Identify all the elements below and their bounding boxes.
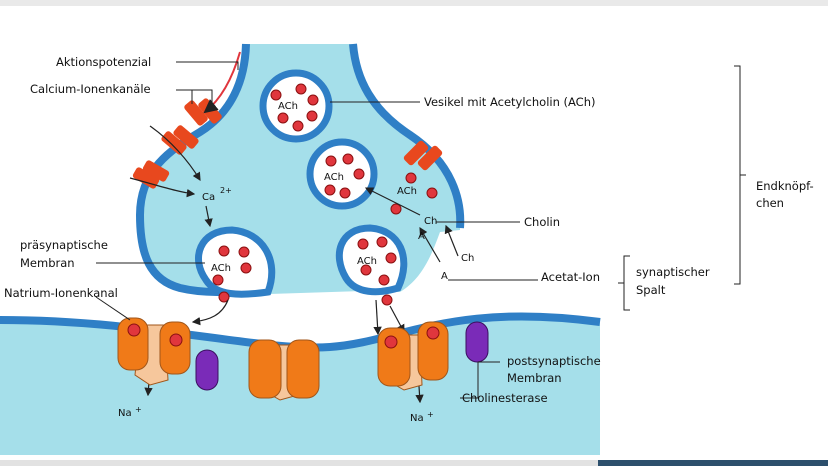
cholinesterase-enzyme-right [465, 321, 489, 363]
mark-ch-upper: Ch [424, 216, 438, 227]
mark-ch-lower: Ch [461, 253, 475, 264]
sodium-channel-left [117, 317, 191, 386]
mark-ach-free: ACh [397, 186, 417, 197]
label-aktionspotenzial: Aktionspotenzial [56, 55, 152, 69]
label-cholin: Cholin [524, 215, 561, 229]
sodium-channel-middle [248, 339, 320, 401]
ach-free [390, 172, 438, 215]
ca-arrow-3 [204, 205, 213, 228]
label-acetat: Acetat-Ion [541, 270, 600, 284]
label-endknoepfchen-2: chen [756, 196, 784, 210]
bottom-accent [598, 460, 828, 466]
leader-lines [95, 61, 538, 399]
ca-arrow-2 [129, 177, 196, 198]
calcium-channel-2 [161, 125, 199, 155]
label-spalt-2: Spalt [636, 283, 666, 297]
label-calcium-channels: Calcium-Ionenkanäle [30, 82, 151, 96]
cholinesterase-enzyme-left [195, 349, 219, 391]
release-pocket-right [335, 224, 408, 296]
ach-molecules-middle [324, 153, 365, 199]
vesicle-top [259, 69, 333, 143]
bracket-endknoepfchen [734, 65, 746, 285]
mark-ach-vesicle-top: ACh [278, 101, 298, 112]
mark-ach-pocket-right: ACh [357, 256, 377, 267]
label-cholinesterase: Cholinesterase [462, 391, 548, 405]
presynaptic-membrane-left [135, 43, 261, 296]
label-spalt-1: synaptischer [636, 265, 710, 279]
mark-na-right: Na [410, 413, 424, 424]
ach-molecules-top [270, 83, 319, 132]
mark-na-right-charge: + [427, 410, 434, 419]
mark-ca-charge: 2+ [220, 186, 232, 195]
label-postsynaptisch-1: postsynaptische [507, 354, 601, 368]
label-natrium-channel: Natrium-Ionenkanal [4, 286, 118, 300]
mark-ach-vesicle-middle: ACh [324, 172, 344, 183]
sodium-channel-right [377, 321, 449, 391]
mark-a-lower: A [441, 271, 448, 282]
mark-na-left-charge: + [135, 405, 142, 414]
action-potential-arrow [203, 51, 241, 114]
left-release-arrow [191, 299, 229, 326]
right-release-arrow-1 [373, 299, 382, 336]
top-border [0, 0, 828, 6]
cholin-arrow [364, 187, 421, 216]
bottom-border [0, 460, 828, 466]
mark-na-left: Na [118, 408, 132, 419]
ach-molecules-pocket-left [212, 245, 252, 303]
right-release-arrow-2 [389, 305, 405, 334]
a-arrow-up [419, 226, 441, 263]
mark-a-upper: A [418, 231, 425, 242]
label-postsynaptisch-2: Membran [507, 371, 562, 385]
bracket-spalt [618, 255, 630, 311]
mark-ach-pocket-left: ACh [211, 263, 231, 274]
presynaptic-membrane-right [349, 43, 465, 229]
calcium-channel-3 [132, 160, 170, 189]
ca-arrow-1 [149, 125, 201, 182]
label-praesynaptisch-1: präsynaptische [20, 238, 108, 252]
ch-arrow-up [444, 224, 459, 257]
calcium-channel-4 [403, 140, 443, 171]
mark-ca: Ca [202, 192, 216, 203]
release-pocket-left [195, 226, 276, 298]
label-vesikel: Vesikel mit Acetylcholin (ACh) [424, 95, 596, 109]
label-praesynaptisch-2: Membran [20, 256, 75, 270]
ach-molecules-pocket-right [357, 236, 397, 306]
label-endknoepfchen-1: Endknöpf- [756, 179, 814, 193]
